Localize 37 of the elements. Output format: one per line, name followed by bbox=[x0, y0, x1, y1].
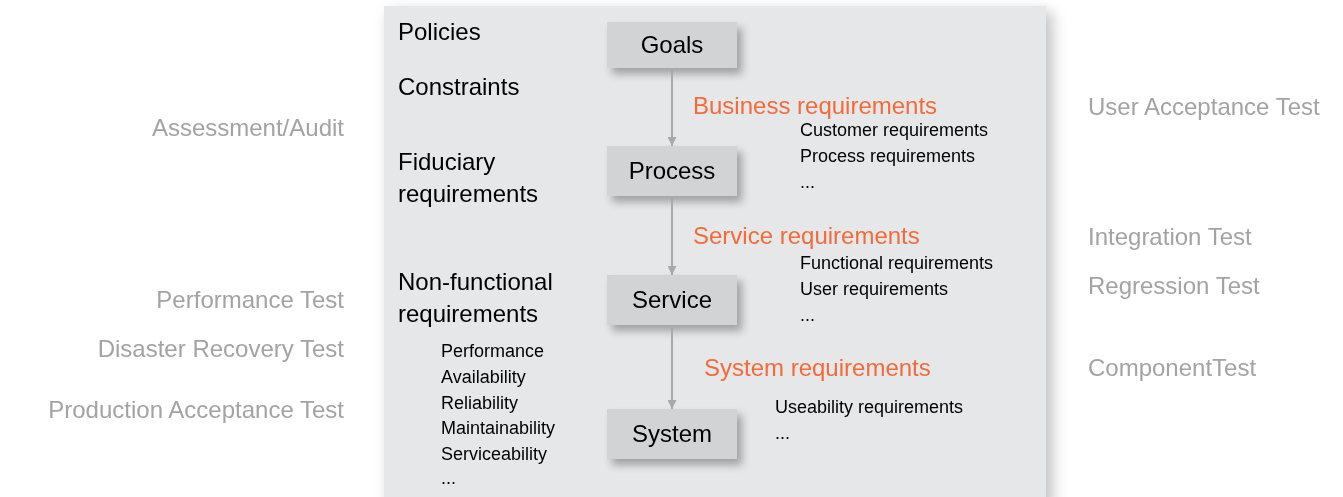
requirement-label: Availability bbox=[441, 366, 526, 389]
requirement-label: Functional requirements bbox=[800, 252, 994, 275]
requirement-label: Serviceability bbox=[441, 443, 548, 466]
test-label: Assessment/Audit bbox=[151, 113, 344, 143]
requirement-label: Reliability bbox=[441, 392, 519, 415]
test-label: Integration Test bbox=[1088, 222, 1252, 252]
requirement-label: ... bbox=[775, 422, 790, 445]
test-label: Disaster Recovery Test bbox=[97, 334, 344, 364]
process-box: Service bbox=[607, 275, 737, 325]
requirement-label: Process requirements bbox=[800, 145, 976, 168]
test-label: Performance Test bbox=[156, 285, 344, 315]
requirement-label: Customer requirements bbox=[800, 119, 989, 142]
process-box: Goals bbox=[607, 22, 737, 68]
test-label: Regression Test bbox=[1088, 271, 1260, 301]
category-label: Fiduciary requirements bbox=[398, 147, 540, 209]
test-label: Production Acceptance Test bbox=[48, 395, 344, 425]
requirement-label: ... bbox=[800, 171, 815, 194]
process-box: Process bbox=[607, 146, 737, 196]
arrow bbox=[667, 324, 677, 410]
arrow bbox=[667, 67, 677, 147]
category-label: Policies bbox=[398, 17, 481, 47]
test-label: User Acceptance Test bbox=[1088, 92, 1320, 122]
test-label: ComponentTest bbox=[1088, 353, 1257, 383]
panel-background bbox=[384, 6, 1046, 497]
arrow bbox=[667, 195, 677, 276]
edge-label: Business requirements bbox=[693, 91, 938, 121]
requirement-label: ... bbox=[800, 304, 815, 327]
edge-label: System requirements bbox=[704, 353, 931, 383]
edge-label: Service requirements bbox=[693, 221, 920, 251]
category-label: Constraints bbox=[398, 72, 520, 102]
requirement-label: ... bbox=[441, 467, 456, 490]
requirement-label: Performance bbox=[441, 340, 545, 363]
category-label: Non-functional requirements bbox=[398, 267, 554, 329]
requirement-label: Maintainability bbox=[441, 417, 556, 440]
requirement-label: Useability requirements bbox=[775, 396, 964, 419]
requirement-label: User requirements bbox=[800, 278, 949, 301]
process-box: System bbox=[607, 409, 737, 459]
